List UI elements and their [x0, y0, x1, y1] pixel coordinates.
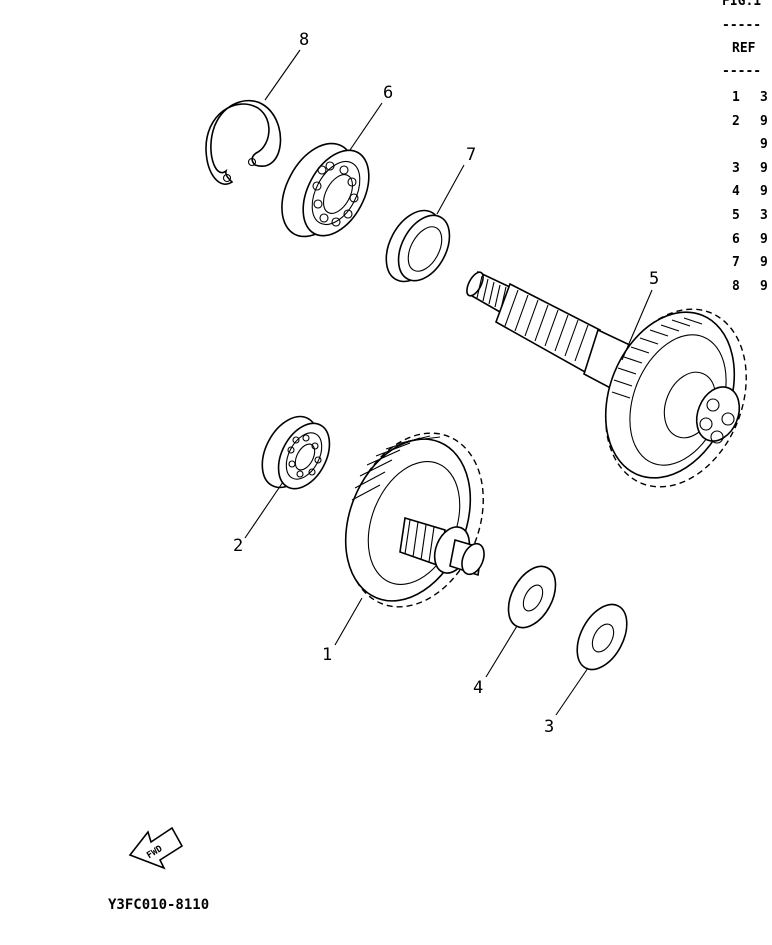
leader-line-6	[349, 102, 383, 151]
callout-8: 8	[299, 30, 309, 50]
table-row-part: 9	[760, 161, 768, 176]
fig-header: FIG.1	[722, 0, 762, 9]
washer-part-3	[576, 603, 628, 671]
table-row-part: 9	[760, 255, 768, 270]
table-row-part: 3	[760, 90, 768, 105]
leader-line-2	[244, 481, 284, 539]
table-row-part: 9	[760, 114, 768, 129]
leader-line-1	[334, 597, 363, 646]
table-row-ref: 6	[732, 232, 740, 247]
fwd-arrow-icon: FWD	[128, 826, 184, 870]
table-row-ref: 1	[732, 90, 740, 105]
table-row-ref: 7	[732, 255, 740, 270]
table-row-ref: 4	[732, 184, 740, 199]
table-rule-mid: -----	[722, 64, 762, 79]
washer-part-4	[507, 565, 557, 629]
shaft-gear-part-5	[466, 270, 747, 488]
circlip-part-8	[205, 99, 282, 185]
table-row-part: 9	[760, 232, 768, 247]
bearing-part-2	[261, 415, 331, 490]
table-row-part: 9	[760, 279, 768, 294]
callout-5: 5	[649, 269, 659, 289]
oil-seal-part-7	[385, 209, 451, 283]
ref-header: REF	[732, 41, 756, 56]
table-row-part: 9	[760, 184, 768, 199]
diagram-code: Y3FC010-8110	[108, 897, 210, 913]
table-row-ref: 3	[732, 161, 740, 176]
table-row-ref: 5	[732, 208, 740, 223]
callout-1: 1	[322, 645, 332, 665]
table-row-ref: 2	[732, 114, 740, 129]
callout-3: 3	[544, 717, 554, 737]
table-row-part: 9	[760, 137, 768, 152]
callout-6: 6	[383, 83, 393, 103]
leader-line-7	[436, 164, 465, 215]
leader-line-8	[264, 49, 301, 101]
leader-line-4	[485, 625, 518, 678]
table-row-ref: 8	[732, 279, 740, 294]
leader-line-5	[621, 289, 653, 361]
table-rule-top: -----	[722, 18, 762, 33]
gear-part-1	[344, 432, 485, 608]
callout-7: 7	[466, 145, 476, 165]
bearing-part-6	[281, 142, 370, 238]
table-row-part: 3	[760, 208, 768, 223]
callout-4: 4	[473, 678, 483, 698]
callout-2: 2	[233, 536, 243, 556]
leader-line-3	[555, 667, 589, 716]
